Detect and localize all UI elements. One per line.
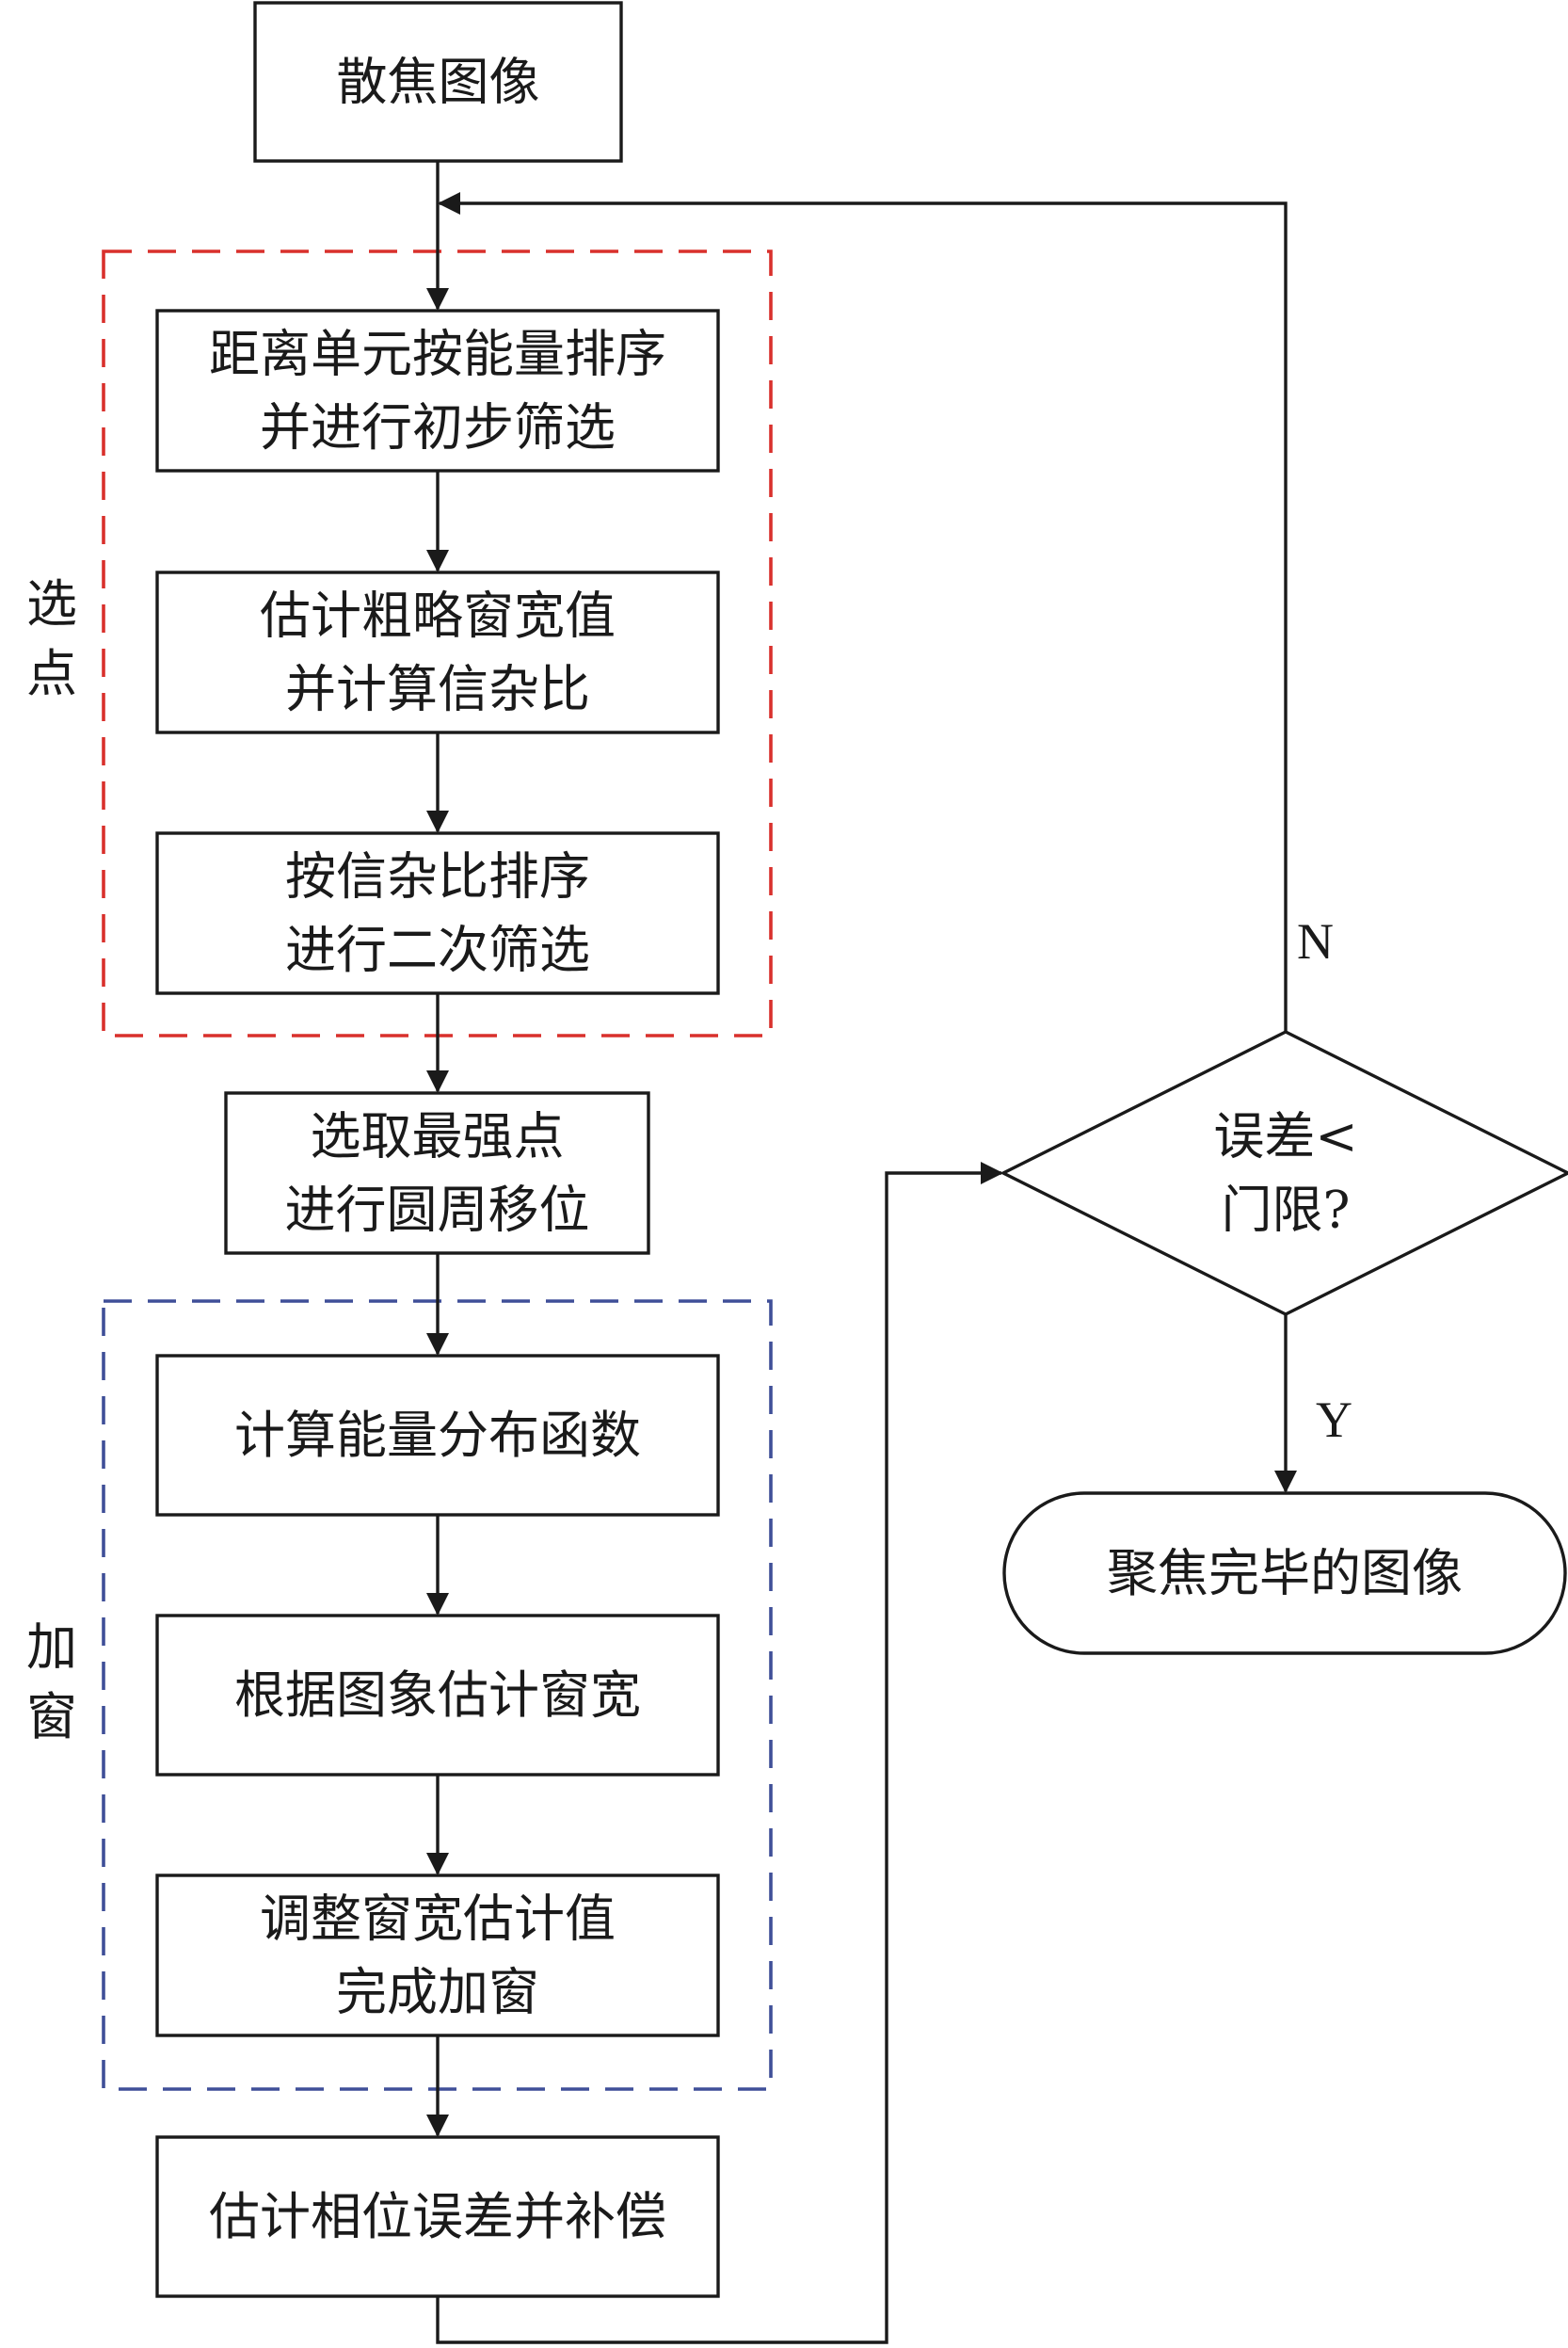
estimate-window-from-image-box xyxy=(155,1614,720,1777)
energy-distribution-label-line-1: 计算能量分布函数 xyxy=(234,1406,641,1465)
phase-error-compensation-node: 估计相位误差并补偿 xyxy=(155,2135,720,2298)
estimate-window-from-image-label-line-1: 根据图象估计窗宽 xyxy=(234,1665,641,1725)
select-shift-box xyxy=(224,1091,650,1255)
sort-and-prefilter-box xyxy=(155,309,720,473)
estimate-window-from-image-node: 根据图象估计窗宽 xyxy=(155,1614,720,1777)
windowing-group-label-line-1: 加 xyxy=(26,1617,77,1677)
edge-decision-no-loop xyxy=(438,192,1288,1032)
defocused-image-box xyxy=(253,1,623,163)
point-selection-group-label-line-1: 选 xyxy=(26,574,77,634)
sort-and-prefilter-label-line-2: 并进行初步筛选 xyxy=(260,398,616,458)
snr-sort-refilter-box xyxy=(155,831,720,995)
error-threshold-decision-label-line-1: 误差< xyxy=(1213,1107,1357,1166)
focused-image-node: 聚焦完毕的图像 xyxy=(1002,1491,1567,1655)
phase-error-compensation-box xyxy=(155,2135,720,2298)
nodes-layer: 散焦图像距离单元按能量排序并进行初步筛选估计粗略窗宽值并计算信杂比按信杂比排序进… xyxy=(155,1,1568,2298)
energy-distribution-node: 计算能量分布函数 xyxy=(155,1354,720,1517)
estimate-window-snr-box xyxy=(155,571,720,734)
branch-label-yes: Y xyxy=(1316,1391,1352,1448)
focused-image-terminator xyxy=(1002,1491,1567,1655)
branch-label-no: N xyxy=(1297,913,1334,970)
defocused-image-node: 散焦图像 xyxy=(253,1,623,163)
select-shift-label-line-2: 进行圆周移位 xyxy=(285,1181,590,1240)
adjust-window-label-line-2: 完成加窗 xyxy=(336,1963,539,2022)
snr-sort-refilter-label-line-1: 按信杂比排序 xyxy=(285,847,590,907)
edge-phase-to-decision xyxy=(436,1162,1003,2344)
snr-sort-refilter-label-line-2: 进行二次筛选 xyxy=(285,921,590,980)
edges-layer xyxy=(426,161,1297,2344)
windowing-group-label-line-2: 窗 xyxy=(26,1687,77,1746)
select-shift-label-line-1: 选取最强点 xyxy=(311,1107,565,1166)
adjust-window-box xyxy=(155,1874,720,2037)
error-threshold-decision-node: 误差< 门限? xyxy=(1000,1030,1568,1316)
error-threshold-decision-diamond xyxy=(1000,1030,1568,1316)
sort-and-prefilter-label-line-1: 距离单元按能量排序 xyxy=(209,325,666,384)
adjust-window-label-line-1: 调整窗宽估计值 xyxy=(260,1890,616,1949)
estimate-window-snr-label-line-2: 并计算信杂比 xyxy=(285,660,590,719)
estimate-window-snr-label-line-1: 估计粗略窗宽值 xyxy=(260,587,616,646)
energy-distribution-box xyxy=(155,1354,720,1517)
focused-image-label-line-1: 聚焦完毕的图像 xyxy=(1107,1544,1463,1603)
error-threshold-decision-label-line-2: 门限? xyxy=(1222,1181,1351,1240)
point-selection-group-label-line-2: 点 xyxy=(26,644,77,703)
defocused-image-label-line-1: 散焦图像 xyxy=(337,53,540,112)
phase-error-compensation-label-line-1: 估计相位误差并补偿 xyxy=(209,2187,666,2246)
